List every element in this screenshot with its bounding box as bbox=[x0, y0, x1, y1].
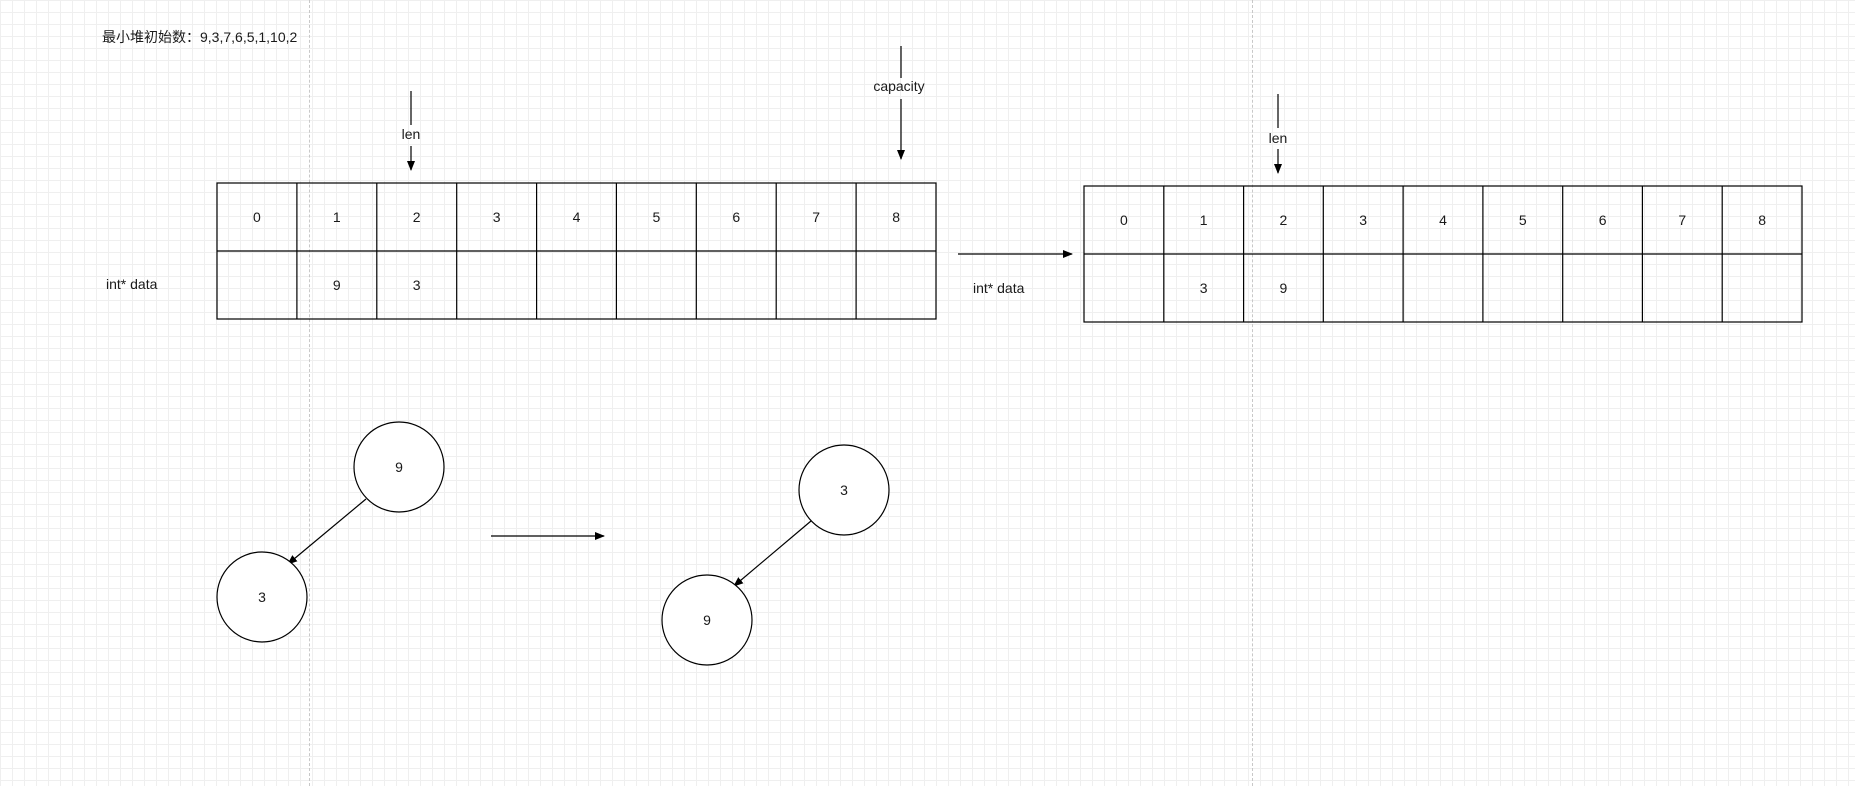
left-array: 0 1 9 2 3 3 4 5 6 7 8 bbox=[216, 182, 937, 320]
tree-before-child-node bbox=[216, 551, 308, 643]
tree-before: 9 3 bbox=[216, 421, 445, 643]
left-data-label: int* data bbox=[106, 276, 158, 292]
right-data-label: int* data bbox=[973, 280, 1025, 296]
page-divider-left bbox=[309, 0, 310, 786]
right-array-value-2: 9 bbox=[1280, 280, 1288, 296]
tree-before-child-value: 3 bbox=[258, 589, 266, 605]
tree-after-child-node bbox=[661, 574, 753, 666]
right-array-index-2: 2 bbox=[1280, 212, 1288, 228]
heap-initial-title: 最小堆初始数：9,3,7,6,5,1,10,2 bbox=[102, 29, 298, 45]
tree-before-root-value: 9 bbox=[395, 459, 403, 475]
left-array-value-2: 3 bbox=[413, 277, 421, 293]
tree-after: 3 9 bbox=[661, 444, 890, 666]
right-array-index-5: 5 bbox=[1519, 212, 1527, 228]
right-array-index-8: 8 bbox=[1758, 212, 1766, 228]
left-array-value-1: 9 bbox=[333, 277, 341, 293]
tree-after-child-value: 9 bbox=[703, 612, 711, 628]
left-array-index-2: 2 bbox=[413, 209, 421, 225]
tree-before-edge bbox=[287, 498, 367, 565]
page-divider-right bbox=[1252, 0, 1253, 786]
capacity-label: capacity bbox=[873, 78, 924, 94]
tree-after-root-value: 3 bbox=[840, 482, 848, 498]
left-array-index-0: 0 bbox=[253, 209, 261, 225]
left-array-index-1: 1 bbox=[333, 209, 341, 225]
right-array-index-3: 3 bbox=[1359, 212, 1367, 228]
right-array-index-1: 1 bbox=[1200, 212, 1208, 228]
left-array-index-8: 8 bbox=[892, 209, 900, 225]
right-array: 0 1 3 2 9 3 4 5 6 7 8 bbox=[1083, 185, 1803, 323]
right-len-label: len bbox=[1269, 130, 1288, 146]
left-array-index-5: 5 bbox=[653, 209, 661, 225]
tree-before-root-node bbox=[353, 421, 445, 513]
left-array-index-7: 7 bbox=[812, 209, 820, 225]
left-array-index-3: 3 bbox=[493, 209, 501, 225]
right-array-index-6: 6 bbox=[1599, 212, 1607, 228]
left-array-index-4: 4 bbox=[573, 209, 581, 225]
tree-after-root-node bbox=[798, 444, 890, 536]
left-array-index-6: 6 bbox=[732, 209, 740, 225]
tree-after-edge bbox=[733, 520, 812, 587]
right-array-index-7: 7 bbox=[1678, 212, 1686, 228]
right-array-value-1: 3 bbox=[1200, 280, 1208, 296]
right-array-index-4: 4 bbox=[1439, 212, 1447, 228]
right-array-index-0: 0 bbox=[1120, 212, 1128, 228]
left-len-label: len bbox=[402, 126, 421, 142]
